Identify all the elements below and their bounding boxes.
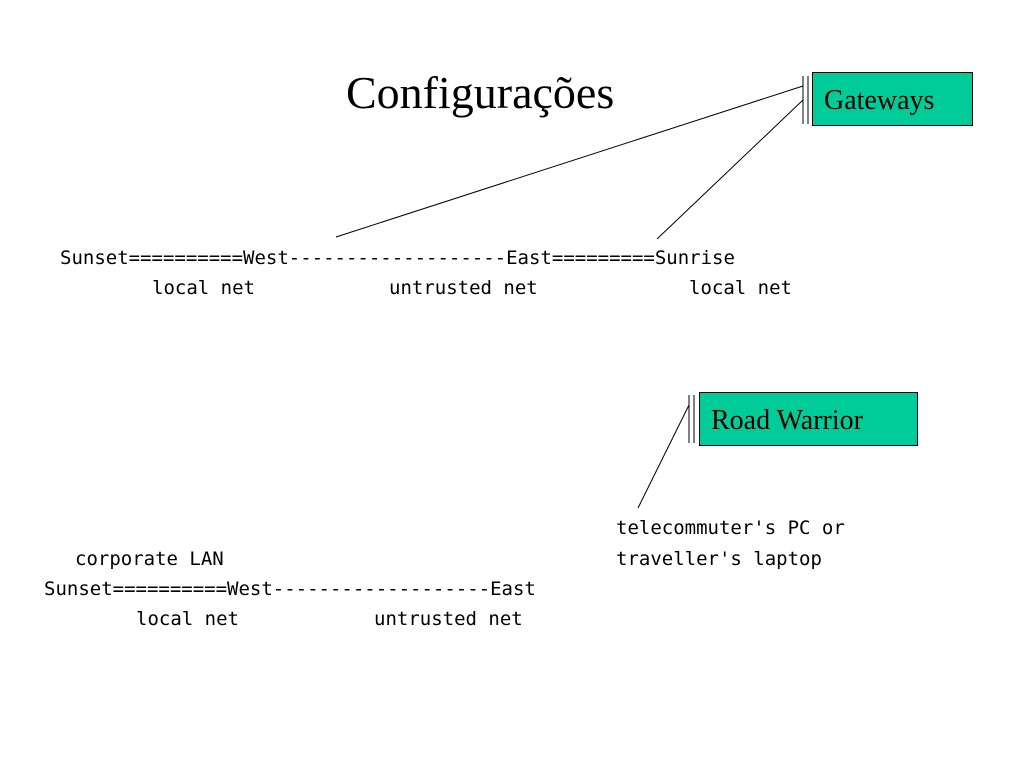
- config1-network-chain: Sunset==========West-------------------E…: [60, 247, 735, 269]
- gateways-callout-label: Gateways: [824, 85, 935, 116]
- road-warrior-callout: Road Warrior: [699, 392, 918, 446]
- config1-label-local-net-left: local net: [152, 277, 255, 299]
- gateways-pointer-west: [335, 85, 804, 238]
- slide-title: Configurações: [346, 67, 615, 118]
- config1-label-local-net-right: local net: [689, 277, 792, 299]
- road-warrior-pointer: [637, 404, 690, 509]
- road-warrior-callout-label: Road Warrior: [711, 405, 863, 436]
- gateways-callout: Gateways: [812, 72, 973, 126]
- gateways-pointer-east: [656, 99, 804, 240]
- config1-label-untrusted-net: untrusted net: [389, 277, 538, 299]
- config2-label-untrusted-net: untrusted net: [374, 608, 523, 630]
- config2-device-line2: traveller's laptop: [616, 548, 822, 570]
- config2-device-line1: telecommuter's PC or: [616, 517, 845, 539]
- config2-network-chain: Sunset==========West-------------------E…: [44, 578, 536, 600]
- config2-corporate-lan-label: corporate LAN: [75, 548, 224, 570]
- config2-label-local-net: local net: [136, 608, 239, 630]
